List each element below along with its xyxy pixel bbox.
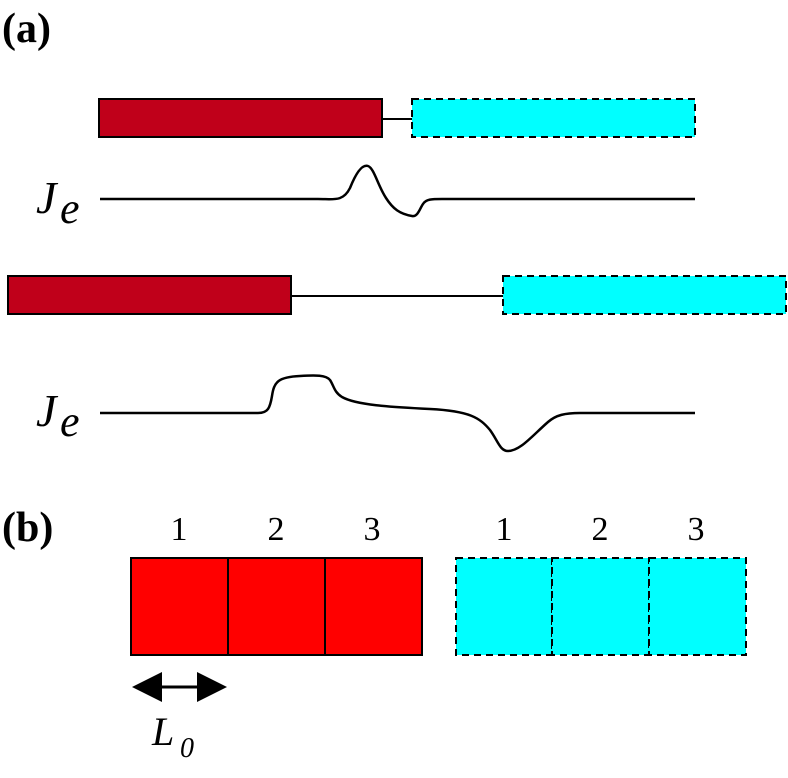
red-square-2 xyxy=(227,557,326,656)
cyan-bar-1 xyxy=(411,98,696,138)
cyan-segment-numbers: 1 2 3 xyxy=(496,511,705,548)
je-symbol-1: J xyxy=(36,172,59,223)
bar-pair-1 xyxy=(98,98,696,138)
je-symbol-2: J xyxy=(36,385,59,436)
cyan-square-1 xyxy=(455,557,553,656)
bar-pair-2 xyxy=(7,275,787,315)
red-square-1 xyxy=(130,557,229,656)
cyan-segment-number-1: 1 xyxy=(496,511,513,548)
dark-red-bar-1 xyxy=(98,98,383,138)
cyan-segment-number-2: 2 xyxy=(592,511,609,548)
red-segment-numbers: 1 2 3 xyxy=(171,511,381,548)
dark-red-bar-2 xyxy=(7,275,292,315)
red-square-3 xyxy=(324,557,423,656)
je-label-1: J e xyxy=(36,172,80,233)
cyan-square-3 xyxy=(648,557,747,656)
cyan-segment-number-3: 3 xyxy=(688,511,705,548)
panel-a-label: (a) xyxy=(2,6,51,52)
cyan-square-2 xyxy=(551,557,650,656)
length-subscript: 0 xyxy=(180,733,194,764)
length-label: L 0 xyxy=(151,709,194,764)
je-subscript-1: e xyxy=(60,184,80,233)
current-profile-1 xyxy=(100,164,695,218)
length-symbol: L xyxy=(151,709,174,754)
cyan-bar-2 xyxy=(502,275,787,315)
red-segment-number-1: 1 xyxy=(171,511,188,548)
red-segments xyxy=(130,557,423,656)
cyan-segments xyxy=(455,557,747,656)
je-label-2: J e xyxy=(36,385,80,446)
panel-b-label: (b) xyxy=(2,505,53,551)
red-segment-number-3: 3 xyxy=(364,511,381,548)
current-profile-2 xyxy=(100,374,695,453)
je-subscript-2: e xyxy=(60,397,80,446)
red-segment-number-2: 2 xyxy=(268,511,285,548)
